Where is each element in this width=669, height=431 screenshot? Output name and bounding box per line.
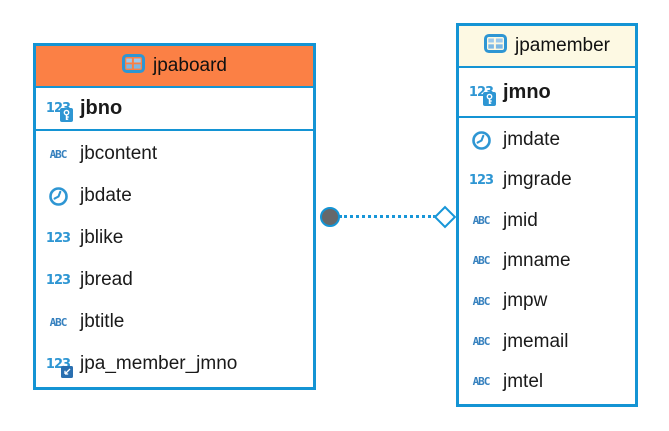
column-name: jmemail [503,330,569,352]
column-name: jbdate [80,185,132,206]
entity-header[interactable]: jpaboard [36,46,313,88]
column-row[interactable]: ABC jmpw [459,281,635,321]
column-name: jmname [503,249,571,271]
column-row[interactable]: ABC jmemail [459,321,635,361]
column-row[interactable]: jbdate [36,175,313,217]
primary-key-section: 123 jbno [36,88,313,131]
entity-jpaboard[interactable]: jpaboard 123 jbno ABC jbcontent jbdate 123… [33,43,316,390]
column-row[interactable]: 123 jpa_member_jmno [36,343,313,385]
column-name: jmdate [503,129,561,151]
column-row[interactable]: ABC jbtitle [36,301,313,343]
column-name: jbcontent [80,143,158,164]
numeric-123-icon: 123 [466,85,496,106]
column-name: jmtel [503,370,544,392]
column-row[interactable]: 123 jblike [36,217,313,259]
column-name: jbread [80,269,133,290]
column-name: jbno [80,97,123,119]
text-abc-icon: ABC [472,254,491,268]
column-name: jmgrade [503,169,572,191]
entity-title: jpamember [514,35,611,56]
numeric-123-icon: 123 [43,357,73,378]
column-row[interactable]: 123 jmgrade [459,160,635,200]
numeric-123-icon: 123 [43,101,73,122]
column-name: jmno [503,80,551,103]
relationship-circle-marker [320,207,340,227]
primary-key-badge-icon [483,91,496,106]
numeric-123-icon: 123 [45,230,71,246]
table-icon [483,33,507,59]
text-abc-icon: ABC [49,315,68,329]
relationship-diamond-marker [433,205,457,229]
column-row[interactable]: ABC jbcontent [36,133,313,175]
table-icon [122,53,146,79]
numeric-123-icon: 123 [468,172,494,188]
entity-header[interactable]: jpamember [459,26,635,68]
column-row[interactable]: ABC jmid [459,201,635,241]
text-abc-icon: ABC [472,335,491,349]
datetime-clock-icon [466,130,496,151]
column-row[interactable]: ABC jmname [459,241,635,281]
text-abc-icon: ABC [472,294,491,308]
datetime-clock-icon [43,186,73,207]
column-name: jmid [503,209,538,231]
column-name: jbtitle [80,311,125,332]
primary-key-section: 123 jmno [459,68,635,118]
column-name: jpa_member_jmno [80,353,238,374]
column-row[interactable]: 123 jbread [36,259,313,301]
numeric-123-icon: 123 [45,272,71,288]
entity-title: jpaboard [153,55,227,76]
column-row[interactable]: 123 jmno [459,80,635,106]
column-row[interactable]: 123 jbno [36,97,313,122]
primary-key-badge-icon [60,108,73,122]
column-row[interactable]: ABC jmtel [459,362,635,402]
column-name: jmpw [503,290,548,312]
column-row[interactable]: jmdate [459,120,635,160]
relationship-line[interactable] [339,215,436,218]
text-abc-icon: ABC [472,375,491,389]
text-abc-icon: ABC [49,147,68,161]
text-abc-icon: ABC [472,214,491,228]
foreign-key-badge-icon [61,365,73,378]
column-name: jblike [80,227,124,248]
